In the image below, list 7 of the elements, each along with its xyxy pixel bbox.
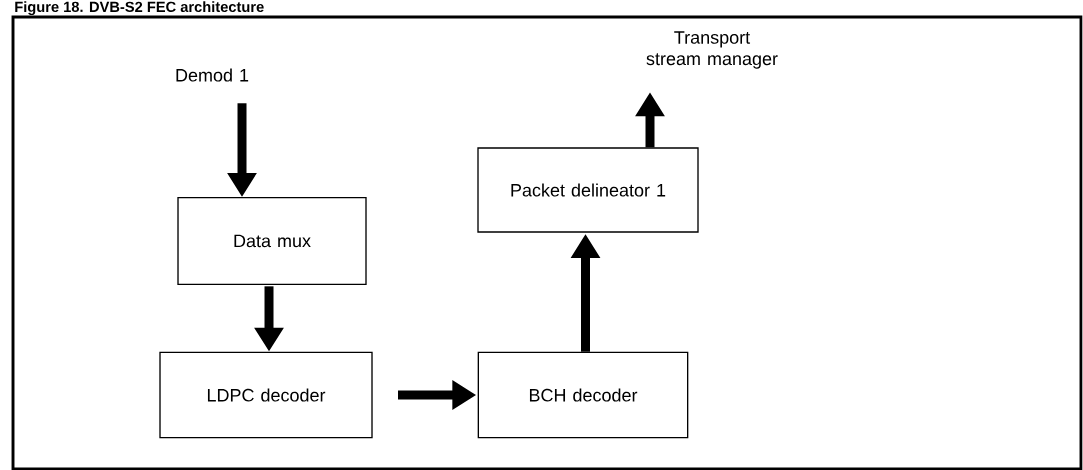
port-label: Transport stream manager bbox=[646, 31, 778, 69]
process-box: LDPC decoder bbox=[159, 351, 373, 439]
process-box: Packet delineator 1 bbox=[477, 147, 699, 233]
figure-title: Figure 18. DVB-S2 FEC architecture bbox=[15, 1, 264, 15]
process-box: BCH decoder bbox=[477, 351, 689, 439]
port-label: Demod 1 bbox=[176, 68, 249, 82]
process-box: Data mux bbox=[177, 197, 367, 285]
